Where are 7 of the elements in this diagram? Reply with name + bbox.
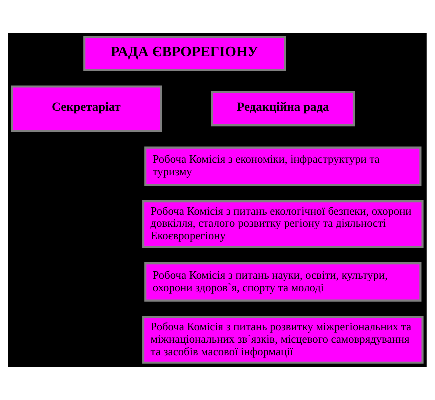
node-box: Робоча Комісія з питань науки, освіти, культури, охорони здоров`я, спорту та молоді [144,262,422,302]
node-box: Редакційна рада [211,91,356,127]
node-box: РАДА ЄВРОРЕГІОНУ [84,36,286,72]
node-box: Робоча Комісія з економіки, інфраструктури та туризму [144,146,422,186]
node-box: Робоча Комісія з питань розвитку міжрегіональних та міжнаціональних зв`язків, місцевого самоврядування та засобів масової інформації [142,316,424,364]
node-box: Секретаріат [11,86,162,132]
node-box: Робоча Комісія з питань екологічної безпеки, охорони довкілля, сталого розвитку регіону та діяльності Екоєврорегіону [142,200,424,248]
